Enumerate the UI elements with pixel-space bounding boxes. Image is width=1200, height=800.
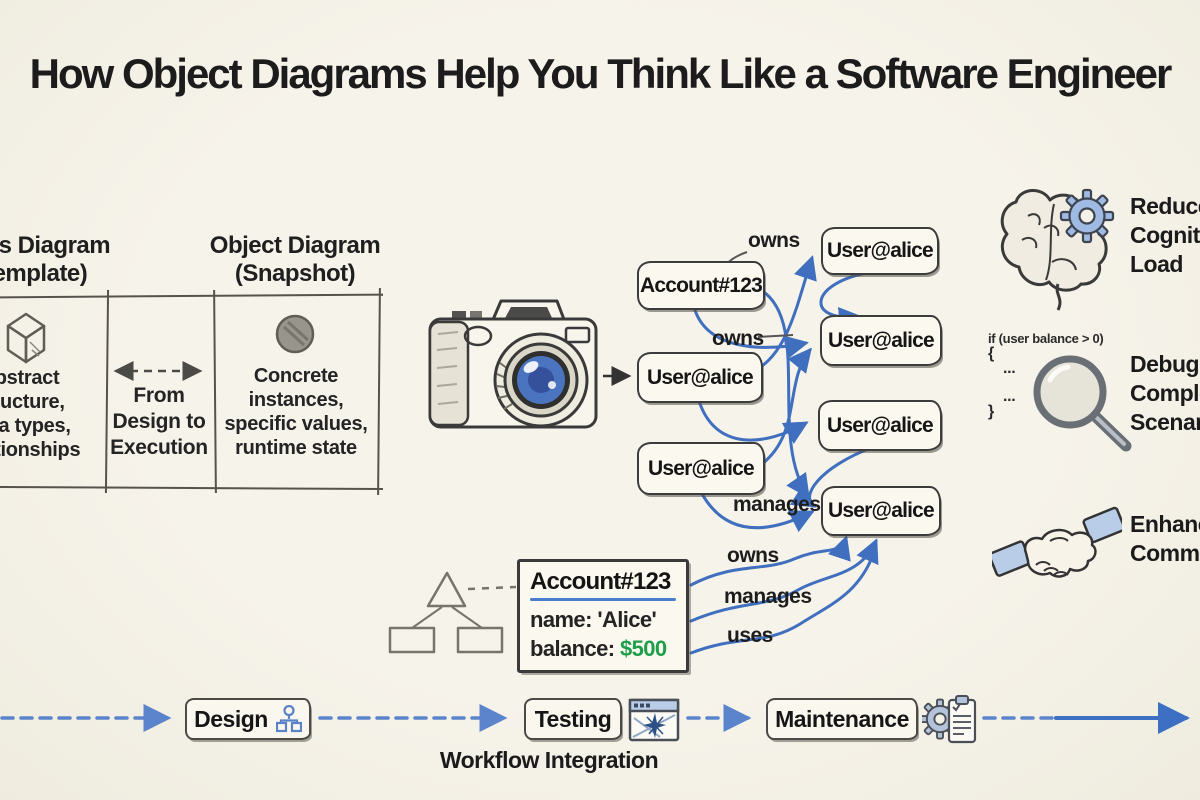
class-diagram-header: Class Diagram (Template): [0, 232, 111, 287]
node-user-alice-left-1: User@alice: [637, 352, 763, 403]
browser-test-icon: [628, 698, 680, 742]
card-name-row: name: 'Alice': [530, 607, 657, 632]
gear-clipboard-icon: [922, 695, 977, 744]
table-top-line: [0, 293, 384, 299]
edge-label-owns-top: owns: [748, 229, 800, 252]
code-snippet: if (user balance > 0) { ... ... }: [988, 331, 1104, 420]
workflow-stage-design: Design: [185, 698, 311, 740]
node-account-123: Account#123: [637, 261, 765, 310]
benefit-reduce-cognitive-load: Reduce Cognitive Load: [1130, 193, 1200, 277]
workflow-caption: Workflow Integration: [439, 747, 659, 773]
card-balance-row: balance: $500: [530, 636, 667, 661]
benefit-debug-complex-scenarios: Debug Complex Scenarios: [1130, 351, 1200, 435]
edge-label-manages: manages: [733, 493, 821, 516]
brain-gear-icon: [1000, 188, 1115, 311]
card-edge-label-manages: manages: [724, 585, 812, 608]
node-user-alice-right-2: User@alice: [820, 315, 942, 366]
node-user-alice-right-1: User@alice: [821, 227, 939, 275]
page-title: How Object Diagrams Help You Think Like …: [29, 50, 1173, 97]
card-edge-label-uses: uses: [727, 624, 773, 647]
from-design-to-execution: From Design to Execution: [110, 384, 208, 459]
balance-value: $500: [619, 636, 667, 661]
object-detail-card: Account#123 name: 'Alice' balance: $500: [517, 559, 689, 673]
object-diagram-desc: Concrete instances, specific values, run…: [224, 365, 368, 459]
cube-icon: [6, 312, 46, 364]
class-diagram-desc: Abstract structure, data types, relation…: [0, 367, 81, 461]
handshake-icon: [992, 506, 1122, 578]
card-edge-label-owns: owns: [727, 544, 779, 567]
benefit-enhance-communication: Enhance Communication: [1130, 511, 1200, 566]
object-diagram-header: Object Diagram (Snapshot): [209, 232, 381, 287]
magnifier-icon: [1033, 355, 1132, 452]
workflow-stage-maintenance: Maintenance: [766, 698, 918, 740]
instance-dot-icon: [275, 314, 315, 354]
node-user-alice-left-2: User@alice: [637, 442, 765, 495]
edge-label-owns-mid: owns: [712, 327, 764, 350]
node-user-alice-right-4: User@alice: [821, 486, 941, 536]
workflow-stage-testing: Testing: [524, 698, 622, 740]
table-bottom-line: [0, 485, 384, 491]
card-title: Account#123: [530, 568, 671, 595]
card-underline: [530, 598, 676, 601]
org-chart-icon: [275, 705, 302, 733]
camera-icon: [428, 299, 598, 429]
node-user-alice-right-3: User@alice: [818, 400, 942, 451]
